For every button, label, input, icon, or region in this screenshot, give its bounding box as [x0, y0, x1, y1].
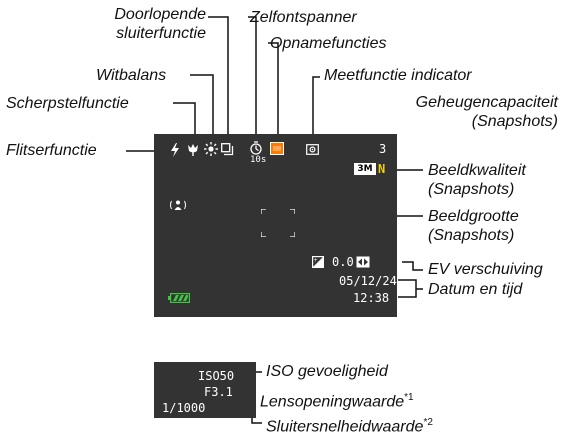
- flash-mode-label: Flitserfunctie: [6, 142, 97, 159]
- metering-leader: [312, 76, 320, 140]
- sun-icon: [204, 142, 218, 156]
- memory-capacity-label: Geheugencapaciteit (Snapshots): [415, 94, 558, 130]
- recording-modes-label: Opnamefuncties: [270, 35, 387, 52]
- iso-value: ISO50: [198, 369, 235, 383]
- white-balance-label: Witbalans: [96, 67, 167, 84]
- image-size-badge: 3M: [354, 163, 376, 175]
- self-timer-leader: [248, 16, 257, 140]
- self-timer-time: 10s: [250, 155, 267, 165]
- shutter-speed-value: 1/1000: [162, 401, 206, 415]
- exposure-info-screen: ISO50 F3.1 1/1000: [154, 362, 256, 418]
- ev-leader: [402, 261, 423, 271]
- ev-shift-label: EV verschuiving: [428, 261, 543, 278]
- continuous-shutter-icon: [221, 143, 234, 156]
- focus-leader: [173, 102, 196, 140]
- aperture-value-label: Lensopeningwaarde*1: [260, 392, 414, 411]
- focus-mode-label: Scherpstelfunctie: [6, 95, 129, 112]
- self-timer-label: Zelfontspanner: [250, 9, 357, 26]
- time-display: 12:38: [353, 291, 390, 305]
- date-time-label: Datum en tijd: [428, 281, 523, 298]
- self-timer-icon: [250, 141, 262, 155]
- focus-frame: [261, 209, 295, 237]
- flash-icon: [171, 143, 179, 157]
- image-quality-label: Beeldkwaliteit (Snapshots): [428, 162, 526, 198]
- date-display: 05/12/24: [339, 274, 397, 288]
- white-balance-leader: [190, 74, 214, 140]
- iso-sensitivity-label: ISO gevoeligheid: [266, 363, 388, 380]
- metering-indicator-label: Meetfunctie indicator: [324, 67, 472, 84]
- continuous-shutter-leader: [208, 16, 229, 140]
- metering-icon: [306, 144, 319, 155]
- ev-value: 0.0: [332, 255, 354, 269]
- ev-adjust-arrows-icon: [356, 256, 370, 268]
- continuous-shutter-label: Doorlopende sluiterfunctie: [114, 6, 206, 42]
- date-leader: [398, 279, 417, 298]
- camera-monitor-screen: 10s 3 3M N + 0.0 05/12/24 12:38: [154, 134, 397, 317]
- image-quality-indicator: N: [378, 162, 386, 176]
- memory-count: 3: [379, 142, 387, 156]
- image-size-label: Beeldgrootte (Snapshots): [428, 208, 519, 244]
- recording-mode-icon: [270, 142, 284, 155]
- svg-text:+: +: [314, 258, 318, 264]
- ev-icon: +: [312, 256, 324, 268]
- battery-icon: [168, 293, 190, 303]
- recording-modes-leader: [268, 42, 279, 140]
- shutter-speed-value-label: Sluitersnelheidwaarde*2: [266, 417, 433, 436]
- anti-shake-icon: [170, 200, 186, 210]
- macro-focus-icon: [188, 144, 198, 156]
- aperture-value: F3.1: [204, 385, 233, 399]
